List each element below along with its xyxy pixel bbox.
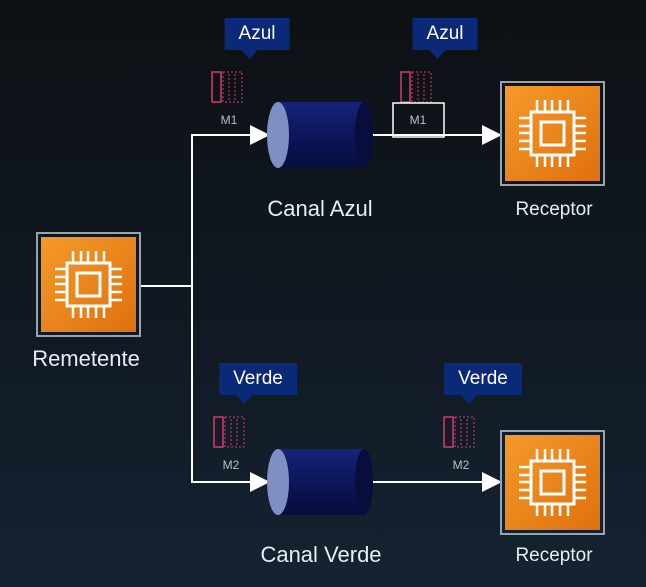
chip-icon [500,430,605,535]
chip-icon [500,81,605,186]
message-label-bottom-right: M2 [452,458,470,472]
message-label-top-left: M1 [220,113,238,127]
message-icon [211,71,243,103]
branch-line-bottom [191,286,270,492]
channel-tag-top-right: Azul [412,18,478,59]
channel-name-bottom: Canal Verde [260,542,382,567]
message-icon [213,416,245,448]
message-icon [400,71,432,103]
message-label-top-right: M1 [409,113,427,127]
sender-label: Remetente [32,346,140,371]
channel-tag-bottom-right: Verde [444,363,522,404]
message-label-bottom-left: M2 [222,458,240,472]
channel-tag-top-left: Azul [224,18,290,59]
message-icon [443,416,475,448]
channel-tag-bottom-left: Verde [219,363,297,404]
chip-icon [36,232,141,337]
channel-name-top: Canal Azul [267,196,373,221]
receiver-label-top: Receptor [515,199,593,220]
branch-line-top [191,125,270,286]
connector-lines [140,125,502,492]
receiver-label-bottom: Receptor [515,545,593,566]
cylinder-icon [267,449,373,515]
message-highlight-box [392,102,445,138]
cylinder-icon [267,102,373,168]
